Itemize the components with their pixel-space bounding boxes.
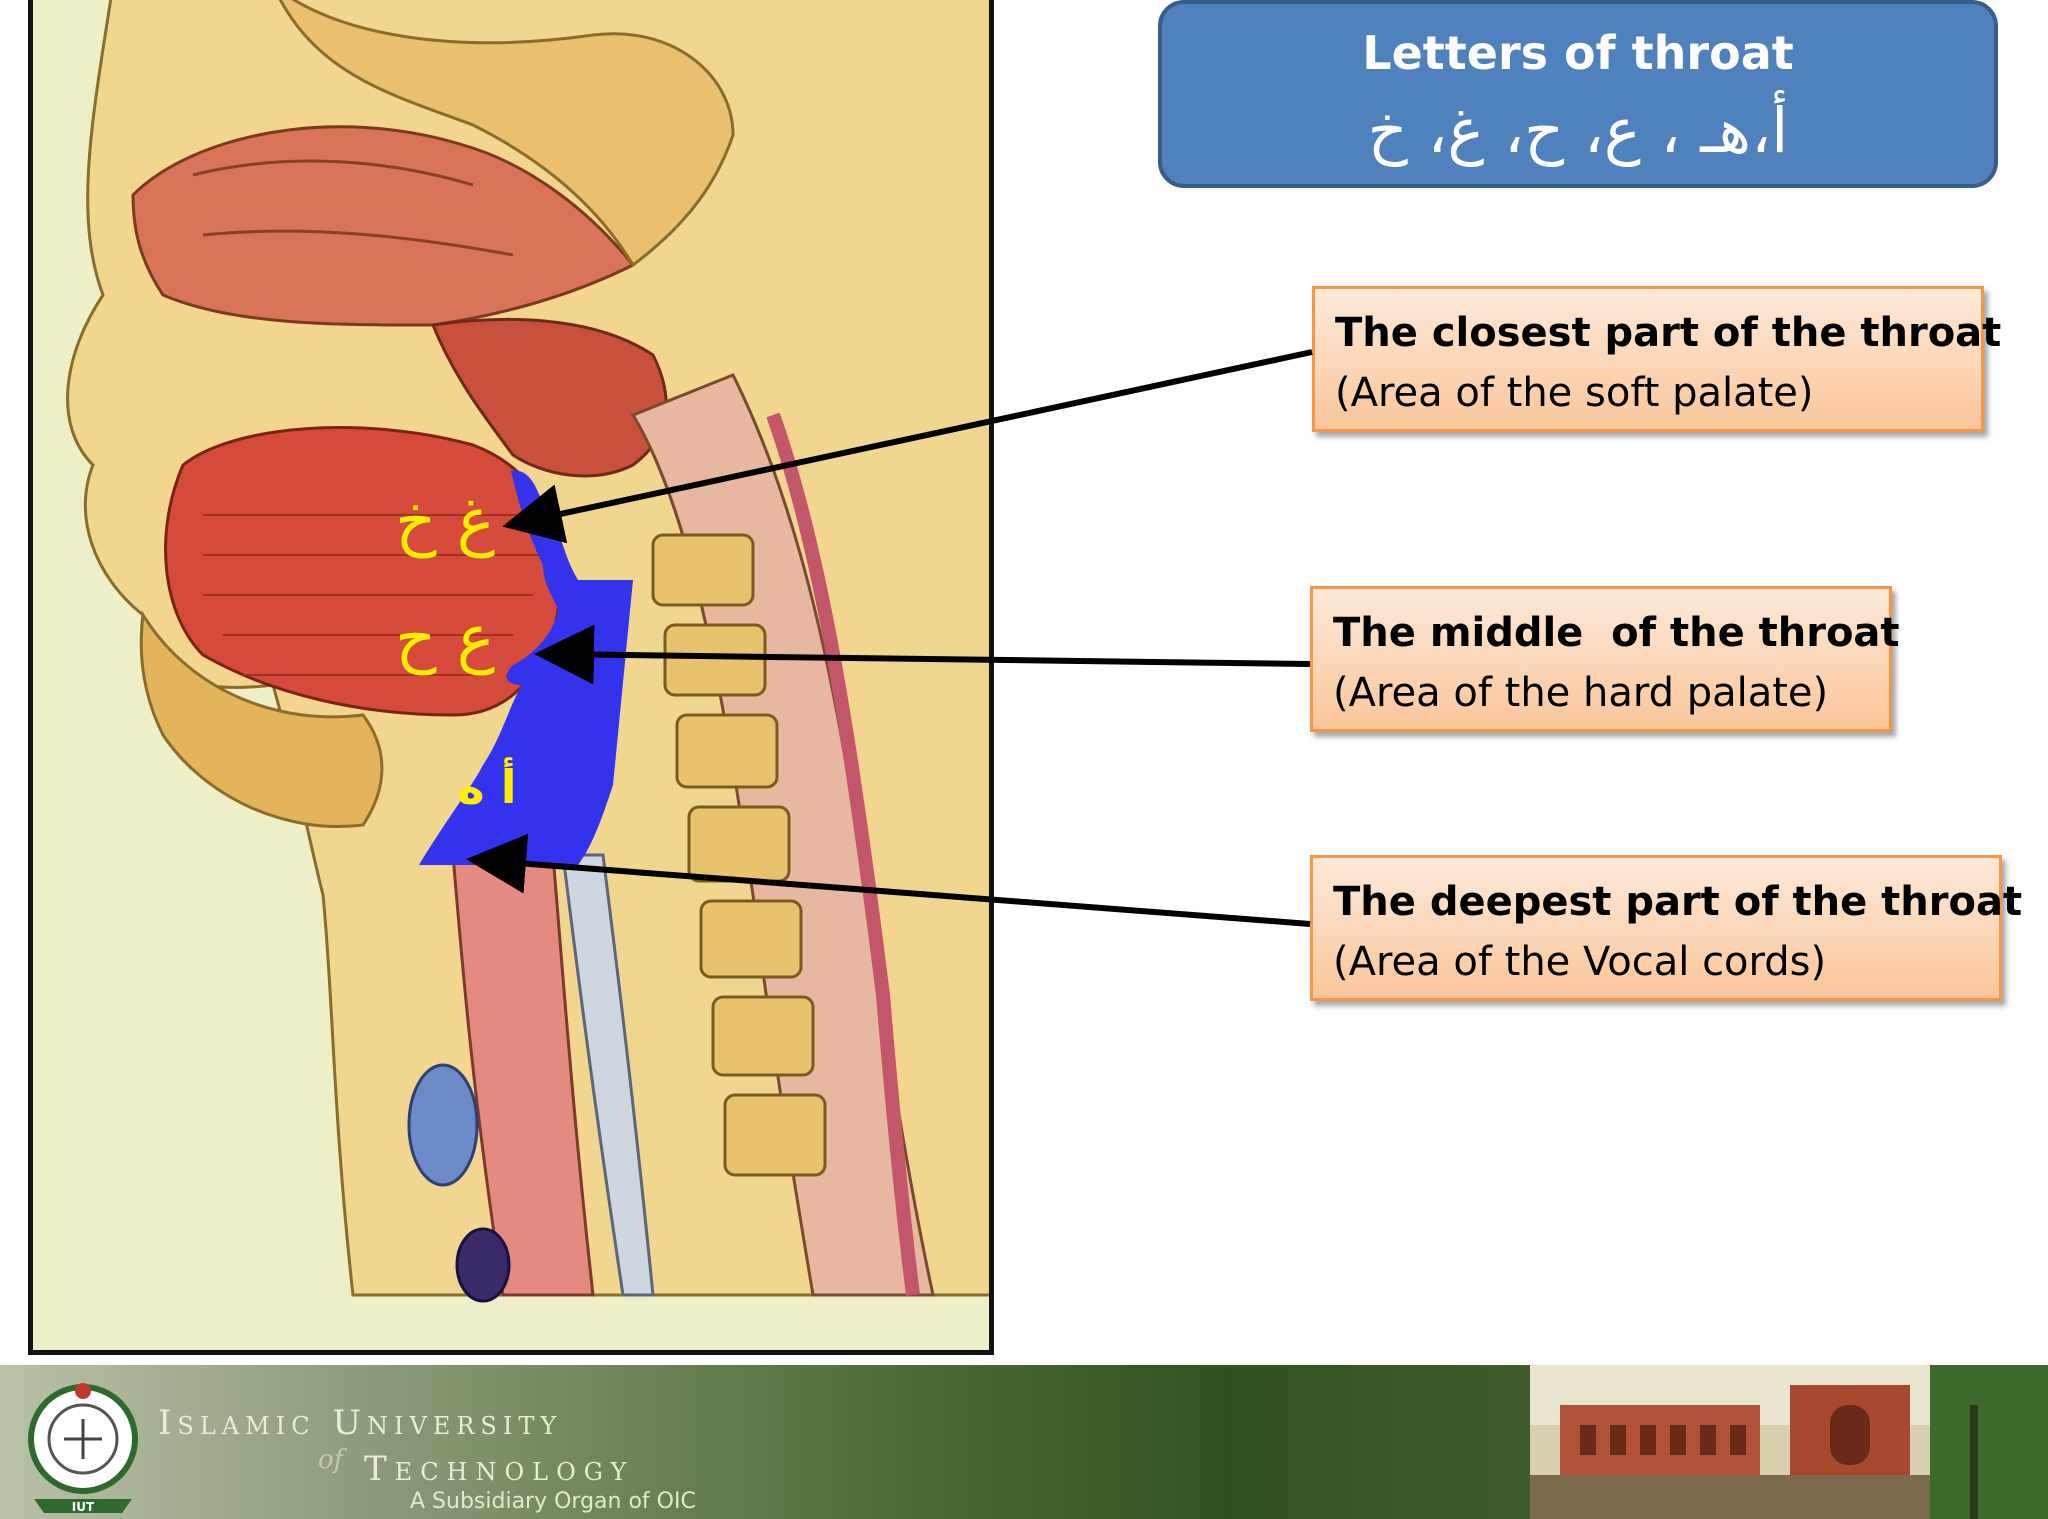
callout-deepest-part: The deepest part of the throat (Area of … [1310, 855, 2023, 1001]
neck-vessel [455, 1227, 511, 1303]
nasal-detail [192, 159, 514, 257]
university-tagline: A Subsidiary Organ of OIC [410, 1489, 696, 1514]
callout-title: The middle of the throat [1333, 610, 1900, 656]
university-name-of: of [318, 1445, 344, 1475]
footer-banner: IUT Islamic University of Technology A S… [0, 1365, 2048, 1519]
svg-text:IUT: IUT [72, 1500, 95, 1514]
tongue-fibers [203, 514, 543, 676]
university-name-line2: Technology [364, 1449, 635, 1489]
throat-highlight [419, 470, 633, 865]
campus-photo [1530, 1365, 2048, 1519]
callout-subtitle: (Area of the Vocal cords) [1333, 939, 1827, 985]
label-upper-letters: غ خ [395, 485, 495, 559]
callout-middle-part: The middle of the throat (Area of the ha… [1310, 586, 1900, 732]
callout-closest-part: The closest part of the throat (Area of … [1312, 286, 2002, 432]
nasal-cavity [131, 125, 636, 327]
head-neck-cross-section: غ خ ع ح أ ه [66, 0, 989, 1303]
title-arabic-letters: أ،هـ ، ع، ح، غ، خ [1367, 94, 1789, 167]
label-middle-letters: ع ح [395, 602, 495, 676]
label-lower-letters: أ ه [458, 757, 517, 814]
anatomy-figure: غ خ ع ح أ ه [28, 0, 994, 1355]
jaw [139, 610, 384, 828]
callout-title: The deepest part of the throat [1333, 879, 2023, 925]
skull-bone [278, 0, 735, 268]
title-heading: Letters of throat [1362, 26, 1794, 80]
university-logo: IUT [28, 1383, 138, 1514]
esophagus [561, 853, 655, 1297]
university-name-line1: Islamic University [158, 1403, 563, 1443]
trachea [451, 853, 595, 1297]
title-box: Letters of throat أ،هـ ، ع، ح، غ، خ [1158, 0, 1998, 188]
callout-subtitle: (Area of the hard palate) [1333, 670, 1829, 716]
callout-subtitle: (Area of the soft palate) [1335, 370, 1814, 416]
callout-title: The closest part of the throat [1335, 310, 2002, 356]
thyroid-gland [407, 1063, 479, 1187]
